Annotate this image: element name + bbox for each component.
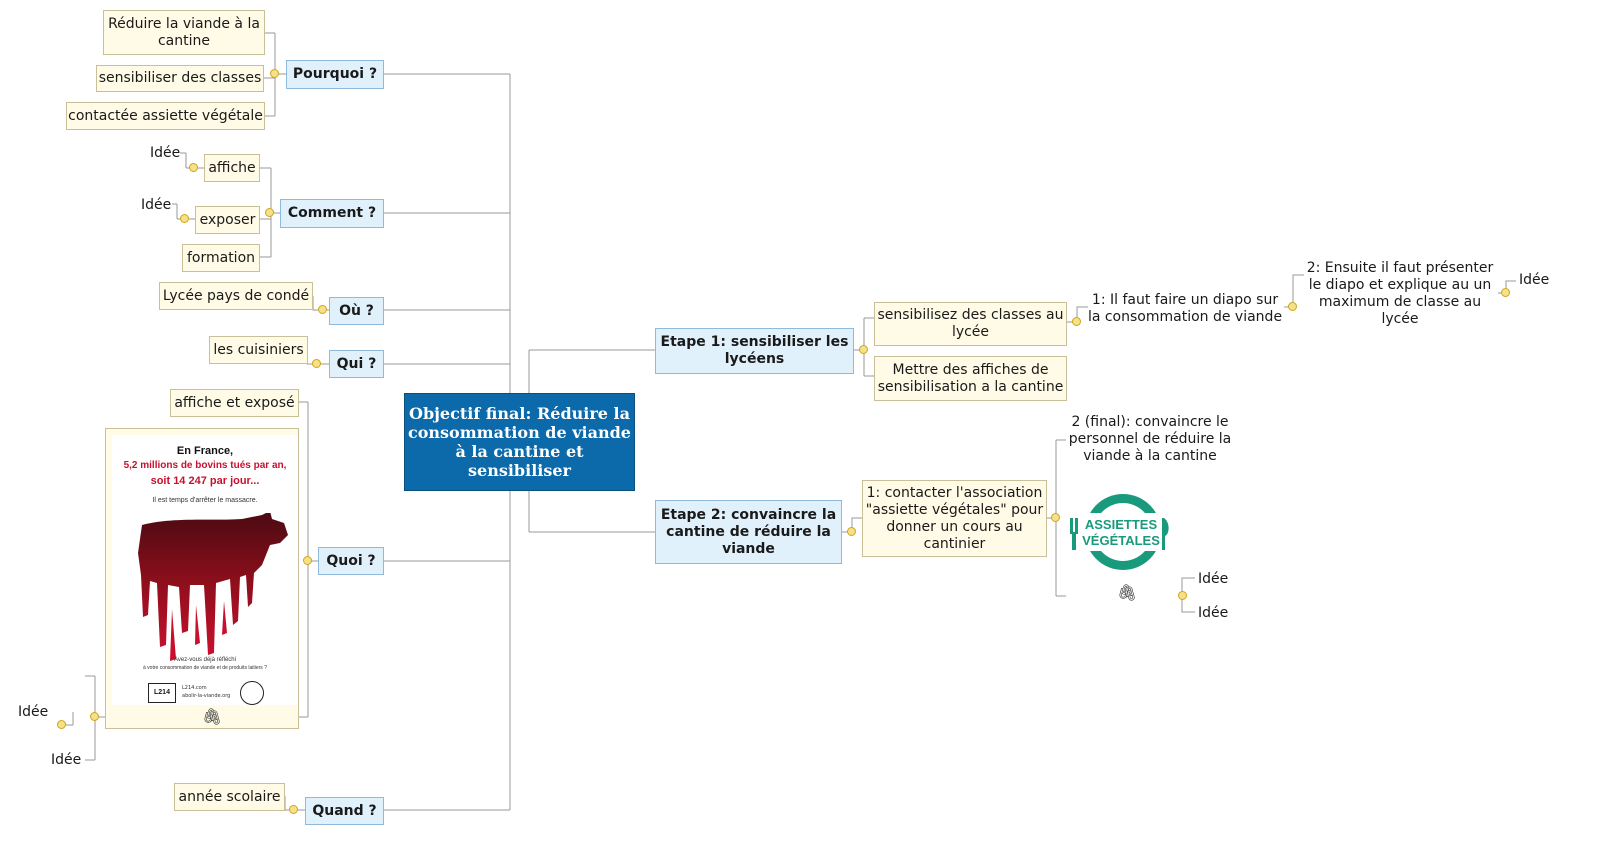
topic-etape-2-label: Etape 2: convaincre la cantine de réduir… <box>660 506 837 557</box>
subtopic-label: Mettre des affiches de sensibilisation a… <box>877 361 1064 395</box>
logo-line-2: VÉGÉTALES <box>1082 533 1160 548</box>
topic-quoi-label: Quoi ? <box>326 552 376 569</box>
bleeding-cow-image <box>138 513 288 661</box>
collapse-icon[interactable] <box>312 359 321 368</box>
note-idee[interactable]: Idée <box>1198 571 1229 587</box>
topic-etape-2[interactable]: Etape 2: convaincre la cantine de réduir… <box>655 500 842 564</box>
collapse-icon[interactable] <box>859 345 868 354</box>
subtopic-label: 1: contacter l'association "assiette vég… <box>865 484 1044 552</box>
topic-quand[interactable]: Quand ? <box>305 797 384 825</box>
subtopic-label: affiche <box>208 159 256 176</box>
subtopic-label: sensibiliser des classes <box>98 70 262 86</box>
poster-site-2: abolir-la-viande.org <box>182 693 231 699</box>
subtopic-reduire-viande[interactable]: Réduire la viande à la cantine <box>103 10 265 55</box>
subtopic-contactee-assiette[interactable]: contactée assiette végétale <box>66 102 265 130</box>
note-idee[interactable]: Idée <box>1519 272 1550 288</box>
collapse-icon[interactable] <box>1288 302 1297 311</box>
collapse-icon[interactable] <box>90 712 99 721</box>
topic-ou-label: Où ? <box>339 302 374 319</box>
poster-line-2: 5,2 millions de bovins tués par an, <box>123 460 287 471</box>
note-idee[interactable]: Idée <box>18 704 49 720</box>
central-topic-label: Objectif final: Réduire la consommation … <box>408 404 631 480</box>
collapse-icon[interactable] <box>1178 591 1187 600</box>
note-idee[interactable]: Idée <box>1198 605 1229 621</box>
topic-pourquoi[interactable]: Pourquoi ? <box>286 60 384 89</box>
collapse-icon[interactable] <box>847 527 856 536</box>
collapse-icon[interactable] <box>57 720 66 729</box>
central-topic[interactable]: Objectif final: Réduire la consommation … <box>404 393 635 491</box>
paperclip-icon[interactable]: 🖇 <box>202 707 223 726</box>
subtopic-affiche[interactable]: affiche <box>204 154 260 182</box>
step-1-diapo[interactable]: 1: Il faut faire un diapo sur la consomm… <box>1087 292 1283 325</box>
topic-qui-label: Qui ? <box>336 355 377 372</box>
collapse-icon[interactable] <box>318 305 327 314</box>
collapse-icon[interactable] <box>180 214 189 223</box>
assiettes-vegetales-image: ASSIETTES VÉGÉTALES <box>1068 494 1172 570</box>
subtopic-label: les cuisiniers <box>213 341 304 358</box>
collapse-icon[interactable] <box>1051 513 1060 522</box>
round-stamp-logo <box>240 681 264 705</box>
topic-quoi[interactable]: Quoi ? <box>318 547 384 575</box>
subtopic-sensibiliser-classes[interactable]: sensibiliser des classes <box>96 65 264 92</box>
subtopic-label: Réduire la viande à la cantine <box>108 15 260 49</box>
step-2-presenter[interactable]: 2: Ensuite il faut présenter le diapo et… <box>1306 260 1494 327</box>
topic-etape-1[interactable]: Etape 1: sensibiliser les lycéens <box>655 328 854 374</box>
collapse-icon[interactable] <box>303 556 312 565</box>
poster-line-5: Avez-vous déjà réfléchi <box>174 657 236 663</box>
subtopic-label: exposer <box>199 211 256 228</box>
collapse-icon[interactable] <box>265 208 274 217</box>
poster-node[interactable]: En France, 5,2 millions de bovins tués p… <box>105 428 299 729</box>
poster-line-3: soit 14 247 par jour... <box>150 475 260 487</box>
note-idee[interactable]: Idée <box>150 145 181 161</box>
subtopic-label: formation <box>186 249 256 266</box>
poster-line-1: En France, <box>176 445 234 457</box>
collapse-icon[interactable] <box>289 805 298 814</box>
subtopic-label: sensibilisez des classes au lycée <box>877 307 1064 340</box>
collapse-icon[interactable] <box>1072 317 1081 326</box>
subtopic-annee-scolaire[interactable]: année scolaire <box>174 783 285 811</box>
topic-ou[interactable]: Où ? <box>329 297 384 325</box>
subtopic-lycee[interactable]: Lycée pays de condé <box>159 282 313 310</box>
logo-line-1: ASSIETTES <box>1085 517 1158 532</box>
topic-etape-1-label: Etape 1: sensibiliser les lycéens <box>660 334 849 367</box>
subtopic-label: affiche et exposé <box>174 394 295 411</box>
assiettes-vegetales-logo[interactable]: ASSIETTES VÉGÉTALES <box>1068 492 1172 572</box>
poster-line-6: à votre consommation de viande et de pro… <box>143 665 267 671</box>
paperclip-icon[interactable]: 🖇 <box>1117 583 1138 602</box>
collapse-icon[interactable] <box>270 69 279 78</box>
subtopic-affiche-expose[interactable]: affiche et exposé <box>170 389 299 417</box>
step-final-convaincre[interactable]: 2 (final): convaincre le personnel de ré… <box>1068 414 1232 464</box>
subtopic-contacter-association[interactable]: 1: contacter l'association "assiette vég… <box>862 480 1047 557</box>
topic-comment[interactable]: Comment ? <box>280 199 384 228</box>
poster-site-1: L214.com <box>182 685 207 691</box>
poster-image: En France, 5,2 millions de bovins tués p… <box>112 435 298 705</box>
collapse-icon[interactable] <box>189 163 198 172</box>
note-idee[interactable]: Idée <box>51 752 82 768</box>
subtopic-label: Lycée pays de condé <box>162 287 310 304</box>
collapse-icon[interactable] <box>1501 288 1510 297</box>
subtopic-label: année scolaire <box>178 788 281 805</box>
l214-logo: L214 <box>148 683 176 703</box>
note-idee[interactable]: Idée <box>141 197 172 213</box>
poster-line-4: Il est temps d'arrêter le massacre. <box>152 497 258 504</box>
topic-pourquoi-label: Pourquoi ? <box>292 66 378 82</box>
subtopic-cuisiniers[interactable]: les cuisiniers <box>209 336 308 364</box>
topic-qui[interactable]: Qui ? <box>329 350 384 378</box>
subtopic-mettre-affiches[interactable]: Mettre des affiches de sensibilisation a… <box>874 356 1067 401</box>
subtopic-sensibilisez-classes[interactable]: sensibilisez des classes au lycée <box>874 302 1067 346</box>
topic-quand-label: Quand ? <box>312 802 377 819</box>
subtopic-label: contactée assiette végétale <box>68 107 263 124</box>
topic-comment-label: Comment ? <box>287 205 377 221</box>
subtopic-formation[interactable]: formation <box>182 244 260 272</box>
subtopic-exposer[interactable]: exposer <box>195 206 260 234</box>
